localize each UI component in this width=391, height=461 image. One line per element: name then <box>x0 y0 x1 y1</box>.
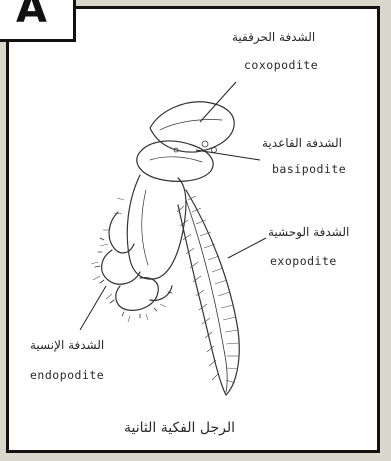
protopodite-shape <box>127 175 186 279</box>
endopodite-label-en: endopodite <box>30 368 104 382</box>
endopodite-leader <box>80 286 106 330</box>
figure-letter: A <box>16 0 47 32</box>
basipodite-leader <box>196 150 260 160</box>
coxopodite-label-en: coxopodite <box>244 58 318 72</box>
endopodite-label-ar: الشدفة الإنسية <box>30 338 104 352</box>
basipodite-label-en: basipodite <box>272 162 346 176</box>
exopodite-leader <box>228 238 266 258</box>
coxopodite-label-ar: الشدفة الحرقفية <box>232 30 315 44</box>
figure-caption: الرجل الفكية الثانية <box>124 420 235 436</box>
exopodite-label-en: exopodite <box>270 254 337 268</box>
exopodite-label-ar: الشدفة الوحشية <box>268 225 349 239</box>
endopodite-shape <box>102 212 172 310</box>
basipodite-label-ar: الشدفة القاعدية <box>262 136 342 150</box>
basipodite-shape <box>137 141 213 181</box>
